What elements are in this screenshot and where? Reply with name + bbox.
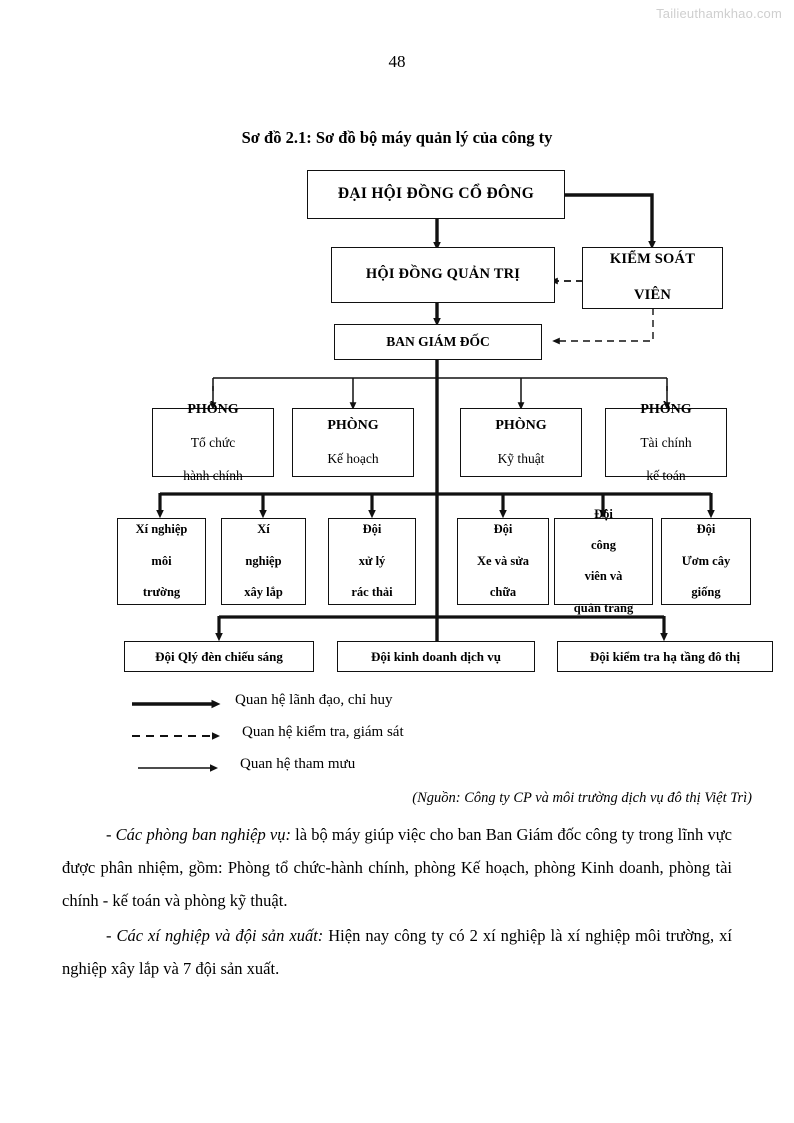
paragraph-lead: - Các phòng ban nghiệp vụ: — [106, 825, 291, 844]
node-label: Đội kinh doanh dịch vụ — [370, 648, 502, 664]
legend-dashed-arrow-icon — [132, 732, 220, 740]
node-label-line1: Đội — [696, 522, 716, 537]
node-label: Đội công viên và quản trang — [555, 507, 652, 616]
node-label: PHÒNG Tổ chức hành chính — [153, 401, 273, 484]
node-unit-waste-treatment: Đội xử lý rác thải — [328, 518, 416, 605]
node-label: PHÒNG Kế hoạch — [293, 417, 413, 467]
node-label-head: PHÒNG — [327, 418, 379, 434]
node-label-line3: giống — [691, 584, 721, 599]
node-label-line1: Xí — [257, 522, 270, 537]
node-label: Đội kiểm tra hạ tầng đô thị — [589, 648, 741, 664]
node-label: HỘI ĐỒNG QUẢN TRỊ — [365, 266, 521, 283]
figure-source: (Nguồn: Công ty CP và môi trường dịch vụ… — [412, 790, 752, 806]
node-label-line1: Đội — [493, 522, 513, 537]
node-department-planning: PHÒNG Kế hoạch — [292, 408, 414, 477]
node-label-line1: Kỹ thuật — [497, 451, 545, 467]
legend-row-inspection: Quan hệ kiểm tra, giám sát — [130, 724, 650, 756]
node-supervisory-board: KIỂM SOÁT VIÊN — [582, 247, 723, 309]
node-label-line3: viên và — [584, 569, 623, 584]
paragraph-lead: - Các xí nghiệp và đội sản xuất: — [106, 926, 324, 945]
legend-thin-solid-arrow-icon — [138, 764, 218, 772]
node-label-line2: Ươm cây — [681, 553, 731, 568]
paragraph-departments: - Các phòng ban nghiệp vụ: là bộ máy giú… — [62, 818, 732, 917]
node-label-line3: trường — [142, 584, 181, 599]
node-label-line2: hành chính — [183, 467, 243, 483]
node-department-finance-accounting: PHÒNG Tài chính kế toán — [605, 402, 727, 483]
legend-label: Quan hệ lãnh đạo, chỉ huy — [235, 692, 393, 708]
node-unit-environment-enterprise: Xí nghiệp môi trường — [117, 518, 206, 605]
node-label-line1: Tổ chức — [190, 434, 236, 450]
node-label: ĐẠI HỘI ĐỒNG CỔ ĐÔNG — [337, 185, 535, 203]
node-label-line2: Xe và sửa — [477, 553, 529, 568]
legend: Quan hệ lãnh đạo, chỉ huy Quan hệ kiểm t… — [130, 692, 650, 788]
node-unit-seedling-nursery: Đội Ươm cây giống — [661, 518, 751, 605]
node-label-line2: kế toán — [646, 467, 686, 483]
node-label-line2: nghiệp — [245, 553, 282, 568]
node-label-line1: Đội — [362, 522, 382, 537]
node-team-street-lighting: Đội Qlý đèn chiếu sáng — [124, 641, 314, 672]
body-text: - Các phòng ban nghiệp vụ: là bộ máy giú… — [62, 818, 732, 987]
paragraph-rest: Hiện nay công ty có 2 xí nghiệp là xí ng… — [62, 926, 732, 978]
node-label-line2: môi — [151, 553, 172, 568]
node-label-line1: Tài chính — [640, 434, 692, 450]
watermark: Tailieuthamkhao.com — [656, 6, 782, 21]
node-label-line3: rác thải — [351, 584, 393, 599]
node-general-shareholders-meeting: ĐẠI HỘI ĐỒNG CỔ ĐÔNG — [307, 170, 565, 219]
node-label: Xí nghiệp xây lắp — [222, 522, 305, 600]
paragraph-rest: là bộ máy giúp việc cho ban Ban Giám đốc… — [62, 825, 732, 910]
node-label: KIỂM SOÁT VIÊN — [583, 251, 722, 304]
node-label-line1: KIỂM SOÁT — [609, 251, 696, 268]
node-executive-board: BAN GIÁM ĐỐC — [334, 324, 542, 360]
node-label-line1: Kế hoạch — [327, 451, 379, 467]
node-label: BAN GIÁM ĐỐC — [386, 333, 490, 349]
node-label: Đội Qlý đèn chiếu sáng — [155, 648, 283, 664]
node-unit-vehicle-repair: Đội Xe và sửa chữa — [457, 518, 549, 605]
node-board-of-directors: HỘI ĐỒNG QUẢN TRỊ — [331, 247, 555, 303]
node-label-line3: xây lắp — [244, 584, 283, 599]
legend-label: Quan hệ kiểm tra, giám sát — [242, 724, 404, 740]
node-label-head: PHÒNG — [495, 418, 547, 434]
node-label: PHÒNG Kỹ thuật — [461, 417, 581, 467]
node-label-line1: Xí nghiệp — [135, 522, 188, 537]
node-label-line2: công — [591, 538, 616, 553]
node-label-head: PHÒNG — [640, 402, 692, 418]
node-label: PHÒNG Tài chính kế toán — [606, 401, 726, 484]
node-team-urban-infrastructure-inspection: Đội kiểm tra hạ tầng đô thị — [557, 641, 773, 672]
paragraph-enterprises: - Các xí nghiệp và đội sản xuất: Hiện na… — [62, 919, 732, 985]
legend-row-leadership: Quan hệ lãnh đạo, chỉ huy — [130, 692, 650, 724]
node-label-line1: Đội — [594, 506, 613, 521]
node-department-organization-admin: PHÒNG Tổ chức hành chính — [152, 402, 274, 483]
node-team-service-business: Đội kinh doanh dịch vụ — [337, 641, 535, 672]
node-label: Xí nghiệp môi trường — [118, 522, 205, 600]
legend-thick-solid-arrow-icon — [132, 699, 221, 709]
node-label-line2: VIÊN — [633, 286, 672, 303]
node-label-line4: quản trang — [573, 600, 634, 615]
node-label-line3: chữa — [489, 584, 517, 599]
node-label-head: PHÒNG — [187, 402, 239, 418]
node-label-line2: xử lý — [358, 553, 386, 568]
page-number: 48 — [388, 52, 406, 71]
node-unit-construction-enterprise: Xí nghiệp xây lắp — [221, 518, 306, 605]
node-label: Đội Xe và sửa chữa — [458, 522, 548, 600]
figure-title: Sơ đồ 2.1: Sơ đồ bộ máy quản lý của công… — [241, 128, 553, 147]
node-label: Đội xử lý rác thải — [329, 522, 415, 600]
legend-label: Quan hệ tham mưu — [240, 756, 356, 772]
legend-row-advisory: Quan hệ tham mưu — [130, 756, 650, 788]
node-department-technical: PHÒNG Kỹ thuật — [460, 408, 582, 477]
node-unit-park-cemetery: Đội công viên và quản trang — [554, 507, 653, 615]
node-label: Đội Ươm cây giống — [662, 522, 750, 600]
